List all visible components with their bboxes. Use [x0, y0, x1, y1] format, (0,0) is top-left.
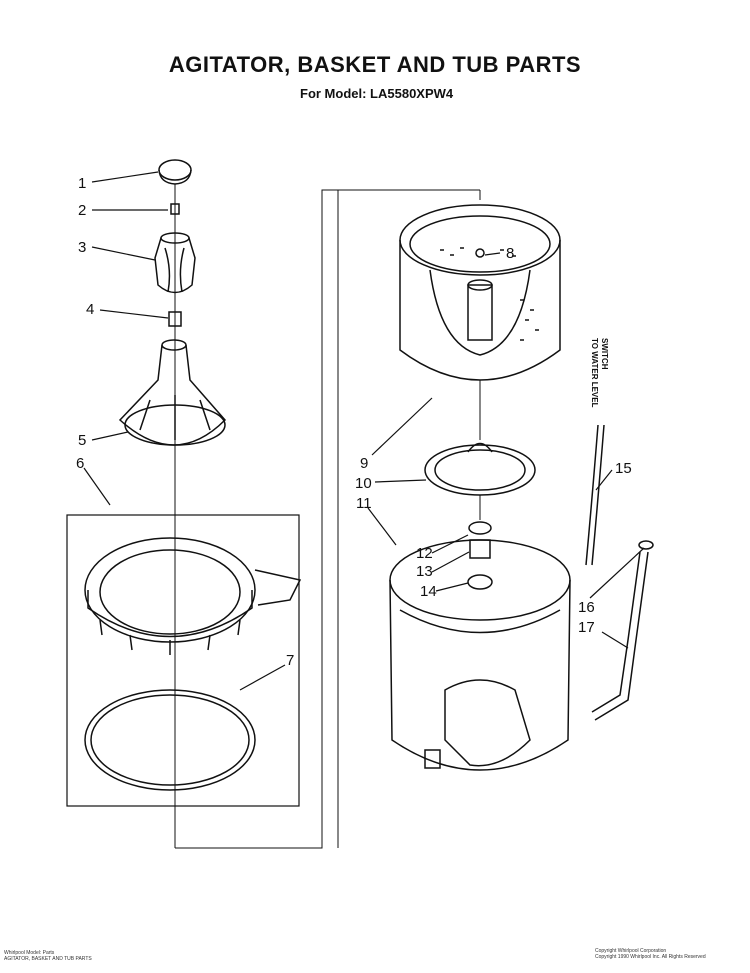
- footer-right: Copyright Whirlpool Corporation Copyrigh…: [595, 948, 706, 960]
- callout-14: 14: [420, 583, 437, 600]
- part-agitator-cap: [158, 159, 192, 185]
- part-drive-ring: [424, 442, 536, 496]
- callout-10: 10: [355, 475, 372, 492]
- callout-11: 11: [356, 495, 372, 512]
- part-spanner-nut: [469, 539, 491, 559]
- part-hose-clamp: [638, 540, 654, 550]
- callout-4: 4: [86, 301, 94, 318]
- footer-left: Whirlpool Model: Parts AGITATOR, BASKET …: [4, 950, 92, 962]
- side-note-line1: TO WATER LEVEL: [590, 338, 599, 408]
- part-wash-basket: [399, 204, 561, 381]
- footer-left-line1: Whirlpool Model: Parts: [4, 950, 55, 956]
- part-agitator-base: [118, 339, 227, 446]
- footer-left-line2: AGITATOR, BASKET AND TUB PARTS: [4, 956, 92, 962]
- callout-1: 1: [78, 175, 86, 192]
- callout-6: 6: [76, 455, 84, 472]
- part-outer-tub: [389, 539, 571, 771]
- callout-3: 3: [78, 239, 86, 256]
- footer-right-line1: Copyright Whirlpool Corporation: [595, 948, 667, 954]
- part-air-hose: [591, 551, 649, 721]
- callout-17: 17: [578, 619, 595, 636]
- part-clip: [468, 521, 492, 535]
- callout-2: 2: [78, 202, 86, 219]
- part-tub-ring: [84, 537, 302, 655]
- callout-12: 12: [416, 545, 433, 562]
- callout-16: 16: [578, 599, 595, 616]
- callout-7: 7: [286, 652, 294, 669]
- callout-13: 13: [416, 563, 433, 580]
- model-subtitle: For Model: LA5580XPW4: [300, 86, 454, 101]
- callout-9: 9: [360, 455, 368, 472]
- diagram-title: AGITATOR, BASKET AND TUB PARTS: [168, 52, 582, 77]
- footer-right-line2: Copyright 1990 Whirlpool Inc. All Rights…: [595, 954, 706, 960]
- callout-15: 15: [615, 460, 632, 477]
- part-seal: [467, 574, 493, 590]
- part-water-level-hose: [585, 424, 605, 566]
- side-note-line2: SWITCH: [600, 338, 609, 370]
- part-tub-gasket: [84, 689, 256, 791]
- callout-8: 8: [506, 245, 514, 262]
- callout-5: 5: [78, 432, 86, 449]
